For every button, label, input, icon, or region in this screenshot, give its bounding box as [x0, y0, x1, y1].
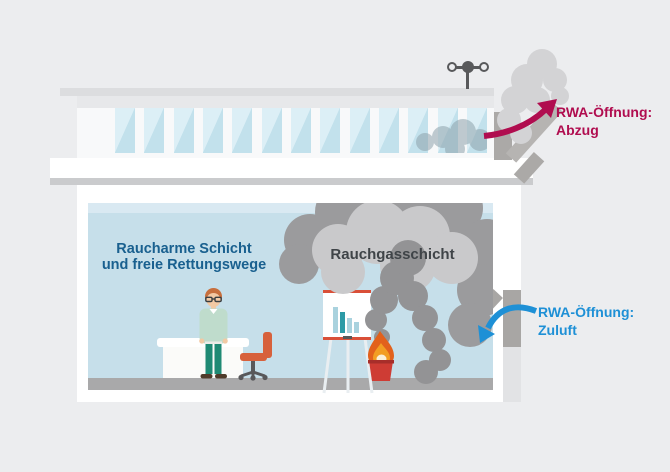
- anemometer-right-cup: [479, 62, 489, 72]
- clerestory-window: [261, 108, 282, 153]
- flipchart-bar-chart: [333, 307, 359, 333]
- clerestory-window: [437, 108, 458, 153]
- exhaust-label-line1: RWA-Öffnung:: [556, 104, 653, 120]
- eave-fascia: [50, 158, 533, 178]
- flipchart-bar: [333, 307, 338, 333]
- supply-vent-frame: [503, 290, 521, 347]
- person-right-leg: [214, 344, 222, 374]
- room-floor: [88, 378, 493, 390]
- supply-label-line2: Zuluft: [538, 321, 577, 338]
- clerestory-window: [115, 108, 135, 153]
- chair-backrest: [263, 332, 272, 358]
- supply-label: RWA-Öffnung: Zuluft: [538, 304, 634, 339]
- person-sweater: [199, 308, 228, 344]
- person-right-hand: [222, 338, 228, 344]
- clerestory-window: [173, 108, 194, 153]
- desk-body: [163, 347, 243, 378]
- clerestory-window: [378, 108, 399, 153]
- chair-seat: [240, 353, 267, 361]
- person-neck: [211, 305, 216, 310]
- person-right-shoe: [215, 374, 227, 379]
- chair-stem: [251, 361, 255, 372]
- exhaust-label-line2: Abzug: [556, 121, 599, 138]
- clerestory-window: [466, 108, 487, 153]
- person-collar: [209, 309, 218, 314]
- office-chair: [238, 332, 272, 381]
- clerestory-window: [144, 108, 165, 153]
- flipchart-board: [323, 290, 371, 340]
- clerestory-window: [408, 108, 429, 153]
- flipchart-bar: [354, 322, 359, 333]
- smoke-free-zone-label: Raucharme Schicht und freie Rettungswege: [101, 241, 267, 273]
- clerestory-window: [232, 108, 253, 153]
- person-belt: [205, 341, 222, 345]
- flipchart-bar: [340, 312, 345, 333]
- clerestory-window: [290, 108, 311, 153]
- flipchart-bar: [347, 318, 352, 333]
- ceiling-highlight: [88, 203, 493, 213]
- person-left-shoe: [200, 374, 213, 379]
- anemometer-hub: [462, 61, 474, 73]
- roof-cap: [60, 88, 494, 96]
- anemometer-icon: [466, 67, 469, 89]
- flipchart-marker: [343, 336, 352, 339]
- supply-label-line1: RWA-Öffnung:: [538, 304, 635, 320]
- eave-shadow-strip: [50, 178, 533, 185]
- anemometer-left-cup: [447, 62, 457, 72]
- supply-wall-panel: [503, 347, 521, 402]
- clerestory-windows: [115, 108, 487, 153]
- person-left-hand: [199, 338, 205, 344]
- clerestory-shadow-strip: [77, 96, 494, 108]
- person: [199, 288, 228, 379]
- clerestory-window: [202, 108, 223, 153]
- exhaust-label: RWA-Öffnung: Abzug: [556, 104, 652, 139]
- smoke-layer-label: Rauchgasschicht: [330, 246, 455, 263]
- room-interior: [88, 203, 493, 390]
- person-left-leg: [205, 344, 213, 374]
- clerestory-window: [349, 108, 370, 153]
- clerestory-window: [320, 108, 341, 153]
- flipchart: [321, 290, 375, 394]
- person-face: [206, 293, 221, 307]
